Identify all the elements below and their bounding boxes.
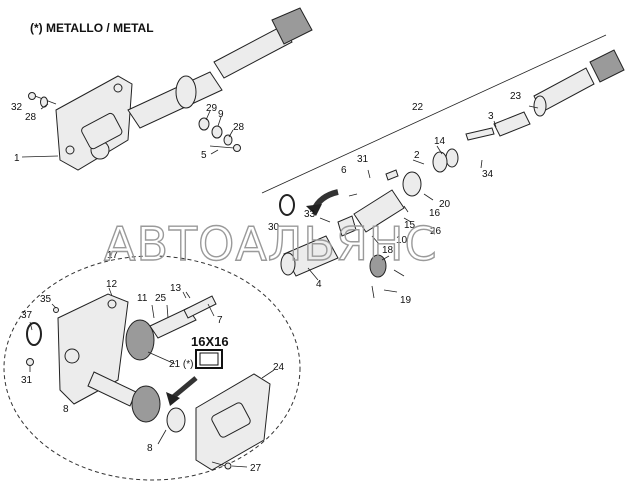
diagram-title: (*) METALLO / METAL (30, 21, 154, 35)
flange-plate (55, 75, 133, 171)
ring-9 (211, 125, 223, 139)
pin-35 (53, 307, 59, 313)
callout-11: 11 (137, 293, 148, 304)
callout-22: 22 (412, 102, 424, 113)
snap-ring-30 (279, 194, 295, 216)
arrow-curve (306, 189, 339, 216)
callout-4: 4 (316, 279, 322, 290)
leader-lines (21, 103, 539, 468)
callout-37: 37 (21, 310, 33, 321)
callout-2: 2 (414, 150, 420, 161)
callouts: 32 28 1 29 9 28 5 22 23 3 14 2 31 6 20 3… (11, 91, 522, 474)
callout-3: 3 (488, 111, 494, 122)
shaft-7 (183, 295, 217, 319)
callout-31b: 31 (21, 375, 33, 386)
coupling-4 (280, 235, 339, 277)
callout-28b: 28 (233, 122, 245, 133)
pin-13 (185, 291, 191, 299)
callout-28: 28 (25, 112, 37, 123)
housing-24 (195, 373, 271, 471)
screw-27 (211, 461, 232, 470)
callout-15: 15 (404, 220, 416, 231)
nut-31 (26, 358, 34, 366)
callout-17: 17 (107, 250, 119, 261)
callout-23: 23 (510, 91, 522, 102)
callout-20: 20 (439, 199, 451, 210)
assembly-divider (261, 34, 607, 194)
shaft-8 (87, 371, 161, 423)
callout-31: 31 (357, 154, 369, 165)
callout-32: 32 (11, 102, 23, 113)
watermark: АВТОАЛЬЯНС (104, 217, 438, 271)
callout-25: 25 (155, 293, 167, 304)
ring-8b (166, 407, 186, 433)
callout-12: 12 (106, 279, 118, 290)
washer-37 (26, 322, 42, 346)
callout-13: 13 (170, 283, 182, 294)
callout-29: 29 (206, 103, 218, 114)
callout-33: 33 (304, 209, 316, 220)
bevel-gear-11 (125, 307, 197, 361)
callout-18: 18 (382, 245, 394, 256)
bolt-32 (28, 92, 57, 105)
callout-9: 9 (218, 109, 224, 120)
callout-21: 21 (*) (169, 359, 193, 370)
callout-6: 6 (341, 165, 347, 176)
callout-26: 26 (430, 226, 442, 237)
callout-1: 1 (14, 153, 20, 164)
arrow-down-16x16 (166, 376, 198, 406)
callout-30: 30 (268, 222, 280, 233)
callout-34: 34 (482, 169, 494, 180)
bush-29 (198, 117, 210, 131)
callout-14: 14 (434, 136, 446, 147)
callout-8b: 8 (147, 443, 153, 454)
callout-7: 7 (217, 315, 223, 326)
shaft-assembly-22 (337, 49, 625, 237)
detail-outline (3, 255, 301, 481)
washer-28b (223, 134, 233, 146)
yoke-18 (369, 254, 387, 278)
callout-10: 10 (396, 235, 408, 246)
callout-19: 19 (400, 295, 412, 306)
callout-16: 16 (429, 208, 441, 219)
plate-12 (57, 293, 129, 405)
pin-19 (371, 269, 405, 299)
callout-35: 35 (40, 294, 52, 305)
bolt-5 (209, 144, 241, 152)
callout-5: 5 (201, 150, 207, 161)
telescopic-shaft-top (127, 7, 313, 129)
callout-27: 27 (250, 463, 262, 474)
size-box: 16X16 (191, 334, 229, 369)
callout-8: 8 (63, 404, 69, 415)
callout-24: 24 (273, 362, 285, 373)
size-box-label: 16X16 (191, 334, 229, 349)
